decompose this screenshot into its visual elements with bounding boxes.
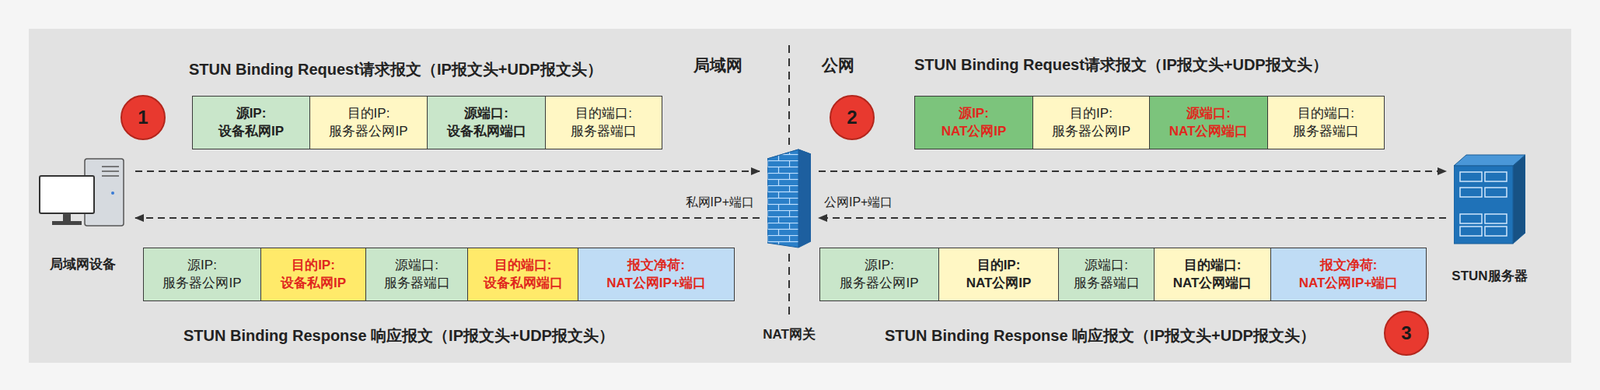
field-text: 目的IP: <box>347 104 391 123</box>
field-text: 服务器公网IP <box>328 122 408 140</box>
header-field: 目的端口:NAT公网端口 <box>1153 247 1272 301</box>
field-text: NAT公网IP <box>941 122 1007 140</box>
callout-number: 2 <box>829 94 875 140</box>
header-field: 源端口:服务器端口 <box>1058 247 1155 301</box>
header-field: 源IP:NAT公网IP <box>914 95 1034 150</box>
packet-title: STUN Binding Response 响应报文（IP报文头+UDP报文头） <box>183 324 615 346</box>
field-text: 源IP: <box>187 256 217 274</box>
header-field: 目的端口:服务器端口 <box>1267 95 1385 150</box>
packet-title: STUN Binding Request请求报文（IP报文头+UDP报文头） <box>914 54 1328 76</box>
field-text: 目的端口: <box>575 104 633 123</box>
field-text: 服务器端口 <box>384 274 451 292</box>
field-text: 源端口: <box>1084 256 1129 274</box>
field-text: 目的端口: <box>494 256 552 274</box>
device-label: 局域网设备 <box>49 255 116 273</box>
callout-text: 1 <box>137 106 148 129</box>
header-field: 源IP:设备私网IP <box>192 95 311 150</box>
header-field: 报文净荷:NAT公网IP+端口 <box>577 247 735 301</box>
field-text: 源IP: <box>236 104 267 123</box>
field-text: 设备私网IP <box>218 122 284 140</box>
field-text: 源端口: <box>394 256 439 274</box>
field-text: 目的端口: <box>1184 256 1242 274</box>
field-text: 服务器公网IP <box>162 274 242 292</box>
packet-title: STUN Binding Request请求报文（IP报文头+UDP报文头） <box>188 59 603 81</box>
field-text: 服务器公网IP <box>1051 122 1131 140</box>
device-label: NAT网关 <box>762 324 816 343</box>
callout-text: 3 <box>1400 321 1412 344</box>
field-text: 设备私网IP <box>280 274 346 292</box>
header-field: 源端口:NAT公网端口 <box>1149 95 1269 150</box>
header-field: 源端口:服务器端口 <box>365 247 469 301</box>
flow-arrow <box>818 216 1447 219</box>
header-field: 源IP:服务器公网IP <box>143 247 262 301</box>
field-text: 目的IP: <box>977 256 1021 274</box>
field-text: NAT公网端口 <box>1173 274 1253 292</box>
wall-icon: NAT网关 <box>767 147 811 251</box>
server-drawing <box>1453 153 1526 245</box>
pc-icon: 局域网设备 <box>38 155 128 230</box>
header-field: 目的IP:设备私网IP <box>260 247 367 301</box>
field-text: 报文净荷: <box>1320 256 1378 274</box>
field-text: 源端口: <box>1186 104 1231 123</box>
callout-text: 2 <box>846 106 857 129</box>
flow-arrow <box>135 216 760 219</box>
field-text: 源IP: <box>958 104 989 123</box>
edge-label: 公网IP+端口 <box>821 194 895 211</box>
zone-label: 公网 <box>821 54 855 77</box>
field-text: 服务器端口 <box>1073 274 1140 292</box>
field-text: NAT公网IP+端口 <box>1299 274 1399 292</box>
edge-label: 私网IP+端口 <box>683 194 757 211</box>
header-field: 源IP:服务器公网IP <box>819 247 940 301</box>
wall-drawing <box>767 147 811 251</box>
field-text: 源IP: <box>864 256 895 274</box>
field-text: 设备私网端口 <box>483 274 563 292</box>
field-text: 服务器公网IP <box>839 274 919 292</box>
boundary-line <box>788 45 790 145</box>
field-text: 服务器端口 <box>1292 122 1359 140</box>
header-field: 源端口:设备私网端口 <box>426 95 546 150</box>
field-text: NAT公网IP <box>966 274 1032 292</box>
field-text: NAT公网端口 <box>1169 122 1249 140</box>
header-field: 目的IP:服务器公网IP <box>1032 95 1150 150</box>
header-field: 报文净荷:NAT公网IP+端口 <box>1270 247 1427 301</box>
header-field: 目的端口:服务器端口 <box>544 95 663 150</box>
pc-drawing <box>38 155 128 230</box>
field-text: 目的IP: <box>291 256 336 274</box>
header-field: 目的IP:服务器公网IP <box>309 95 428 150</box>
callout-number: 3 <box>1383 310 1429 356</box>
callout-number: 1 <box>120 94 166 140</box>
flow-arrow <box>818 170 1447 172</box>
packet-title: STUN Binding Response 响应报文（IP报文头+UDP报文头） <box>884 324 1316 346</box>
boundary-line <box>788 253 790 319</box>
field-text: 目的端口: <box>1297 104 1355 123</box>
flow-arrow <box>135 170 760 172</box>
header-field: 目的端口:设备私网端口 <box>467 247 579 301</box>
field-text: 源端口: <box>464 104 509 123</box>
field-text: NAT公网IP+端口 <box>606 274 706 292</box>
device-label: STUN服务器 <box>1451 266 1527 285</box>
header-field: 目的IP:NAT公网IP <box>938 247 1059 301</box>
field-text: 目的IP: <box>1069 104 1113 123</box>
zone-label: 局域网 <box>693 54 743 77</box>
server-icon: STUN服务器 <box>1453 153 1526 245</box>
field-text: 设备私网端口 <box>447 122 527 140</box>
field-text: 服务器端口 <box>570 122 637 140</box>
field-text: 报文净荷: <box>627 256 685 274</box>
